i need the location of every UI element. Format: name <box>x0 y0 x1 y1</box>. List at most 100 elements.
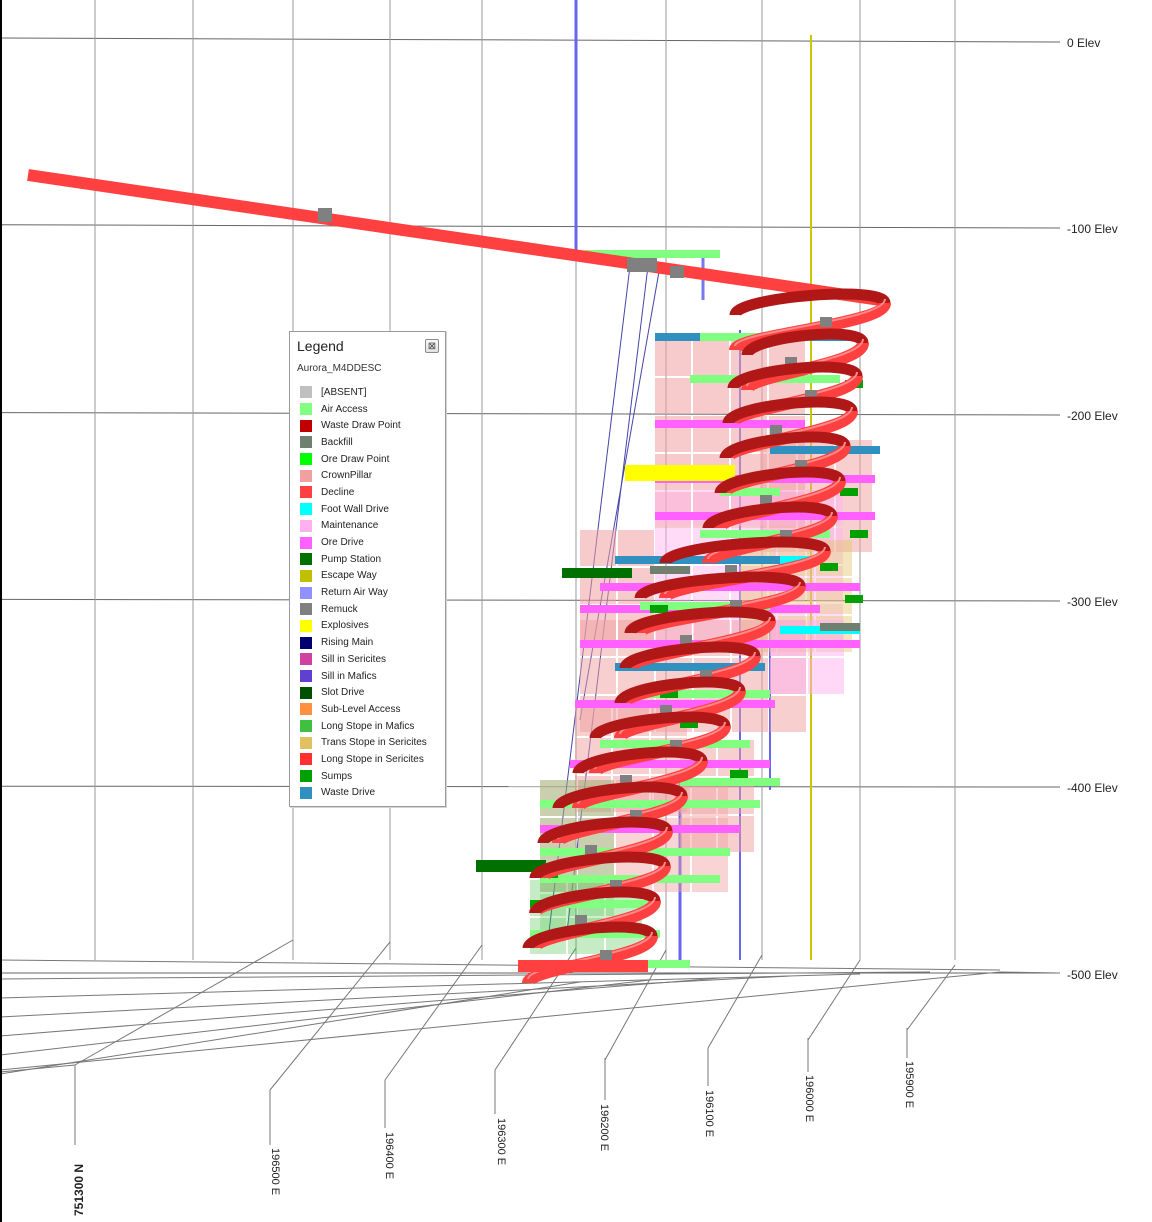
decline-spiral-back <box>529 851 671 881</box>
legend-swatch <box>300 736 312 749</box>
sump <box>650 605 668 613</box>
legend-item[interactable]: Rising Main <box>300 634 427 651</box>
legend-item[interactable]: Trans Stope in Sericites <box>300 734 427 751</box>
legend-swatch <box>300 703 312 716</box>
legend-item[interactable]: Waste Drive <box>300 785 427 802</box>
legend-item[interactable]: Sill in Sericites <box>300 651 427 668</box>
decline-spiral-back <box>552 781 688 811</box>
easting-label-196200: 196200 E <box>598 1104 610 1152</box>
legend-item[interactable]: Ore Drive <box>300 534 427 551</box>
stope-block <box>770 620 806 656</box>
remuck-bay <box>700 670 712 680</box>
remuck-bay <box>575 915 587 925</box>
legend-header[interactable]: Legend ⊠ <box>290 332 445 358</box>
floor-grid-line <box>604 949 667 1061</box>
legend-item-label: Sill in Mafics <box>321 670 377 682</box>
legend-swatch <box>300 419 312 432</box>
legend-item[interactable]: Foot Wall Drive <box>300 501 427 518</box>
easting-label-196100: 196100 E <box>703 1090 715 1138</box>
legend-swatch <box>300 720 312 733</box>
legend-panel[interactable]: Legend ⊠ Aurora_M4DDESC [ABSENT]Air Acce… <box>289 331 446 807</box>
legend-item[interactable]: [ABSENT] <box>300 384 427 401</box>
legend-item[interactable]: Sill in Mafics <box>300 668 427 685</box>
decline-spiral-back <box>659 536 831 566</box>
floor-grid-line <box>74 939 294 1066</box>
legend-item-label: Ore Draw Point <box>321 453 390 465</box>
decline-spiral-back <box>729 288 891 318</box>
legend-item[interactable]: Waste Draw Point <box>300 417 427 434</box>
legend-item-label: Escape Way <box>321 570 377 582</box>
legend-item[interactable]: Sub-Level Access <box>300 701 427 718</box>
floor-grid-line <box>384 944 483 1081</box>
legend-item-label: Remuck <box>321 603 358 615</box>
legend-swatch <box>300 603 312 616</box>
floor-grid-line <box>0 971 1001 1071</box>
legend-item[interactable]: Backfill <box>300 434 427 451</box>
legend-swatch <box>300 486 312 499</box>
decline-spiral-back <box>589 711 731 741</box>
decline-spiral-back <box>722 396 858 426</box>
legend-item[interactable]: Air Access <box>300 401 427 418</box>
remuck-bay <box>730 600 742 610</box>
remuck-bay <box>600 950 612 960</box>
floor-grid-line <box>0 971 931 980</box>
legend-swatch <box>300 770 312 783</box>
elevation-grid-line <box>0 785 1061 788</box>
level-drive <box>575 700 775 708</box>
legend-item[interactable]: Return Air Way <box>300 584 427 601</box>
legend-item[interactable]: Escape Way <box>300 568 427 585</box>
legend-swatch <box>300 636 312 649</box>
level-drive <box>650 566 690 574</box>
sump <box>680 720 698 728</box>
legend-item[interactable]: Pump Station <box>300 551 427 568</box>
sump <box>840 488 858 496</box>
legend-item[interactable]: Remuck <box>300 601 427 618</box>
decline-spiral-back <box>537 816 673 846</box>
decline-spiral-back <box>522 921 658 951</box>
legend-item-label: Maintenance <box>321 520 379 532</box>
legend-item[interactable]: Long Stope in Mafics <box>300 718 427 735</box>
floor-grid-line <box>0 1064 76 1073</box>
stope-block <box>655 490 691 526</box>
stope-block <box>693 340 729 376</box>
legend-item[interactable]: Sumps <box>300 768 427 785</box>
legend-item[interactable]: Long Stope in Sericites <box>300 751 427 768</box>
remuck-bay <box>785 357 797 367</box>
close-icon[interactable]: ⊠ <box>425 339 439 353</box>
legend-item-label: Waste Draw Point <box>321 420 401 432</box>
legend-swatch <box>300 753 312 766</box>
decline-spiral-back <box>619 641 761 671</box>
legend-swatch <box>300 469 312 482</box>
remuck-bay <box>820 317 832 327</box>
stope-block <box>692 856 728 892</box>
legend-item-label: Sill in Sericites <box>321 653 387 665</box>
level-drive <box>540 825 740 833</box>
easting-label-196000: 196000 E <box>803 1075 815 1123</box>
legend-item[interactable]: Maintenance <box>300 518 427 535</box>
legend-source-name: Aurora_M4DDESC <box>297 363 382 374</box>
sump <box>660 690 678 698</box>
remuck-bay <box>610 880 622 890</box>
explosives-magazine <box>625 465 735 481</box>
legend-item[interactable]: Ore Draw Point <box>300 451 427 468</box>
level-drive <box>640 602 770 610</box>
sump <box>730 770 748 778</box>
floor-grid-line <box>0 959 1001 971</box>
legend-swatch <box>300 619 312 632</box>
level-drive <box>600 583 860 591</box>
legend-item[interactable]: CrownPillar <box>300 467 427 484</box>
legend-swatch <box>300 403 312 416</box>
legend-item[interactable]: Explosives <box>300 618 427 635</box>
elevation-label-minus-100: -100 Elev <box>1067 222 1118 236</box>
remuck-bay <box>627 258 657 272</box>
sump <box>820 563 838 571</box>
level-drive <box>550 900 660 908</box>
legend-item[interactable]: Decline <box>300 484 427 501</box>
level-drive <box>570 760 770 768</box>
legend-item[interactable]: Slot Drive <box>300 684 427 701</box>
legend-item-label: Return Air Way <box>321 587 388 599</box>
stope-block <box>655 340 691 376</box>
legend-item-label: Foot Wall Drive <box>321 503 389 515</box>
